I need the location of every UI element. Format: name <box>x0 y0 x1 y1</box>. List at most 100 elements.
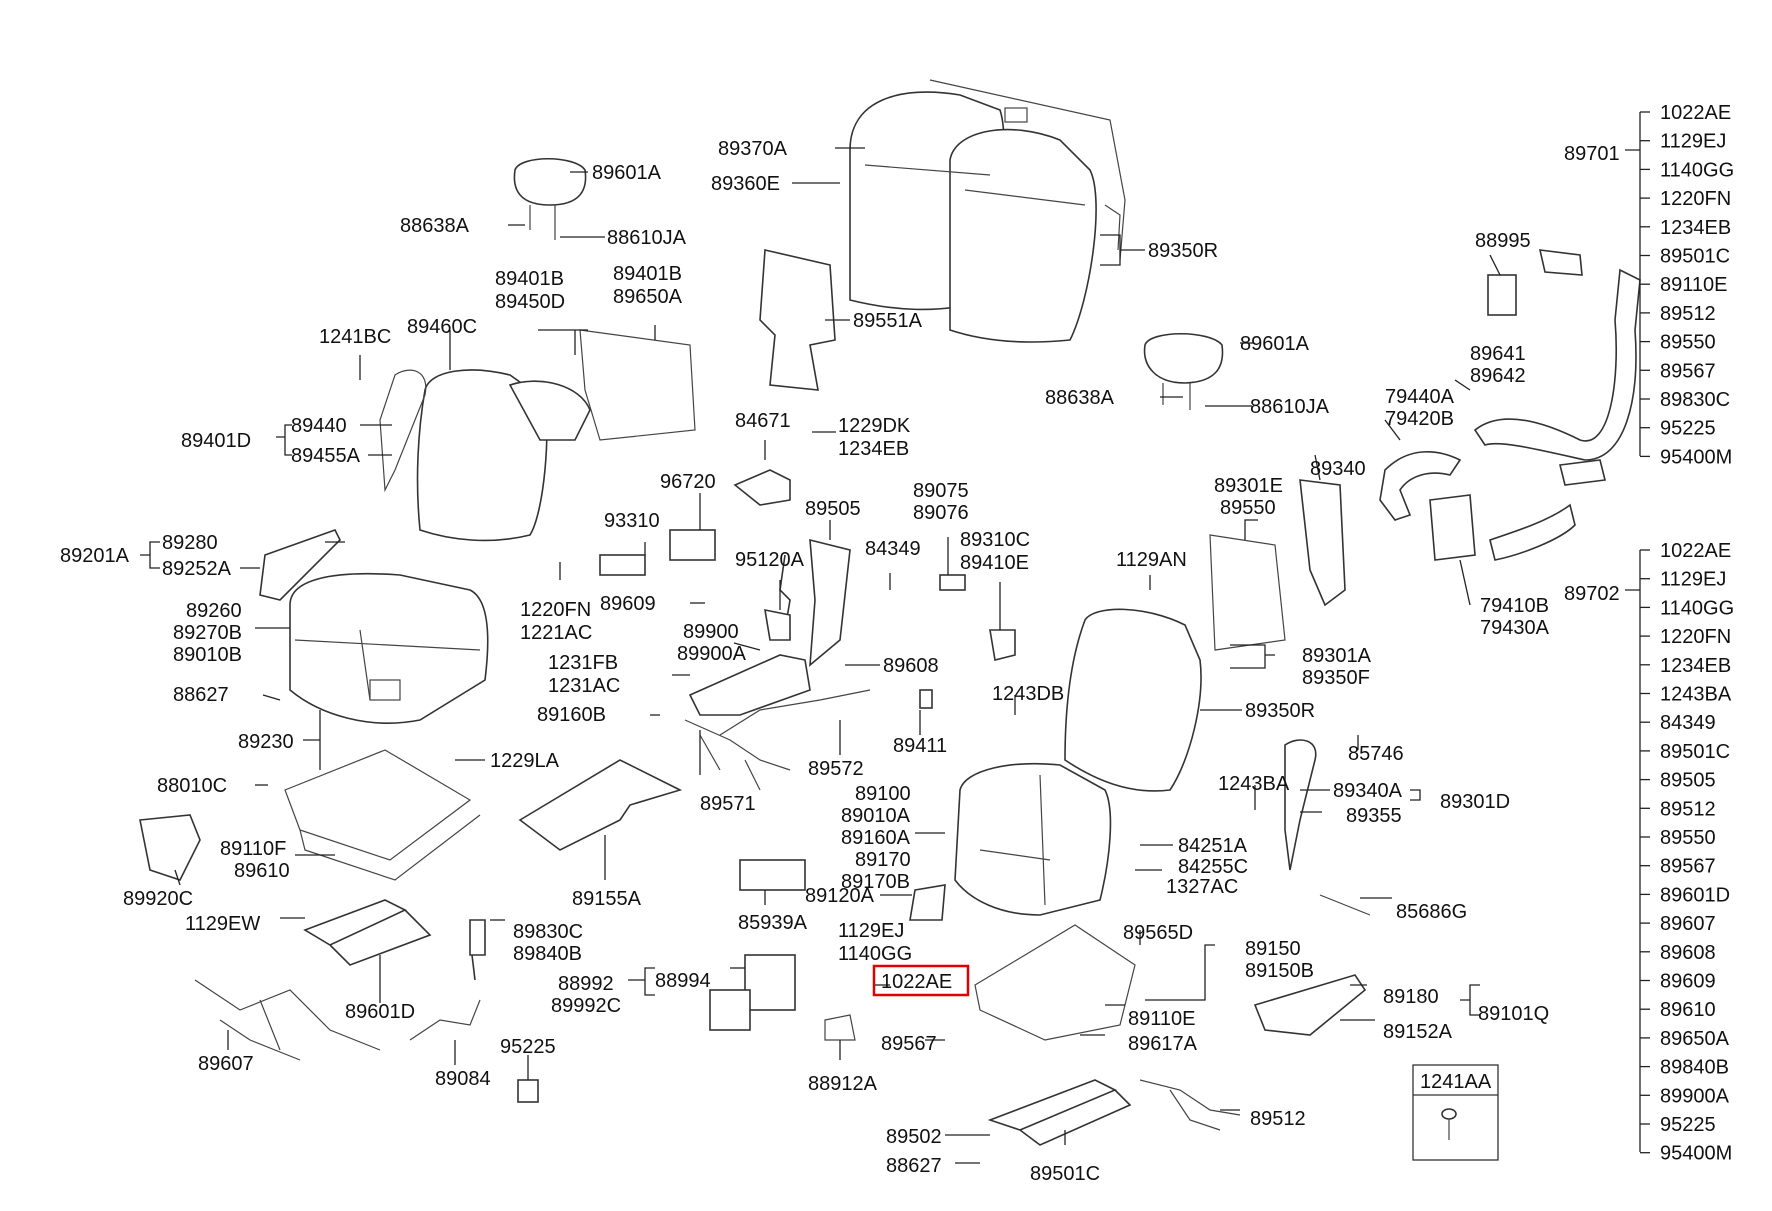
label-1234EB[interactable]: 1234EB <box>838 438 909 460</box>
list-item-list_89702-8[interactable]: 89505 <box>1660 770 1716 792</box>
label-79440A[interactable]: 79440A <box>1385 386 1455 408</box>
label-1129EJ[interactable]: 1129EJ <box>838 920 904 942</box>
label-1220FN[interactable]: 1220FN <box>520 599 591 621</box>
label-89551A[interactable]: 89551A <box>853 310 923 332</box>
label-89155A[interactable]: 89155A <box>572 888 642 910</box>
list-item-list_89702-20[interactable]: 95225 <box>1660 1114 1716 1136</box>
label-96720[interactable]: 96720 <box>660 471 716 493</box>
label-89410E[interactable]: 89410E <box>960 552 1029 574</box>
label-84671[interactable]: 84671 <box>735 410 791 432</box>
list-item-list_89702-9[interactable]: 89512 <box>1660 798 1716 820</box>
label-88994[interactable]: 88994 <box>655 970 711 992</box>
label-89010A[interactable]: 89010A <box>841 805 911 827</box>
list-item-list_89702-1[interactable]: 1129EJ <box>1660 569 1726 591</box>
label-88627-2[interactable]: 88627 <box>886 1155 942 1177</box>
list-item-list_89701-7[interactable]: 89512 <box>1660 303 1716 325</box>
label-89401B-2[interactable]: 89401B <box>613 263 682 285</box>
label-1022AE[interactable]: 1022AE <box>881 971 952 993</box>
label-95225[interactable]: 95225 <box>500 1036 556 1058</box>
list-item-list_89701-3[interactable]: 1220FN <box>1660 188 1731 210</box>
label-89075[interactable]: 89075 <box>913 480 969 502</box>
label-89501C[interactable]: 89501C <box>1030 1163 1100 1185</box>
label-89201A[interactable]: 89201A <box>60 545 130 567</box>
label-1241BC[interactable]: 1241BC <box>319 326 391 348</box>
list-item-list_89702-3[interactable]: 1220FN <box>1660 626 1731 648</box>
label-89992C[interactable]: 89992C <box>551 995 621 1017</box>
label-1243BA[interactable]: 1243BA <box>1218 773 1290 795</box>
label-84251A[interactable]: 84251A <box>1178 835 1248 857</box>
label-88610JA[interactable]: 88610JA <box>607 227 687 249</box>
label-88992[interactable]: 88992 <box>558 973 614 995</box>
label-89701[interactable]: 89701 <box>1564 143 1620 165</box>
label-89450D[interactable]: 89450D <box>495 291 565 313</box>
label-89170[interactable]: 89170 <box>855 849 911 871</box>
label-89370A[interactable]: 89370A <box>718 138 788 160</box>
label-89610[interactable]: 89610 <box>234 860 290 882</box>
label-89350R[interactable]: 89350R <box>1148 240 1218 262</box>
list-item-list_89702-15[interactable]: 89609 <box>1660 971 1716 993</box>
label-89120A[interactable]: 89120A <box>805 885 875 907</box>
list-item-list_89702-4[interactable]: 1234EB <box>1660 655 1731 677</box>
list-item-list_89701-2[interactable]: 1140GG <box>1660 159 1734 181</box>
list-item-list_89702-18[interactable]: 89840B <box>1660 1057 1729 1079</box>
label-89550[interactable]: 89550 <box>1220 497 1276 519</box>
label-89650A[interactable]: 89650A <box>613 286 683 308</box>
label-89460C[interactable]: 89460C <box>407 316 477 338</box>
label-85939A[interactable]: 85939A <box>738 912 808 934</box>
label-89152A[interactable]: 89152A <box>1383 1021 1453 1043</box>
label-1243DB[interactable]: 1243DB <box>992 683 1064 705</box>
label-89301D[interactable]: 89301D <box>1440 791 1510 813</box>
label-89170B[interactable]: 89170B <box>841 871 910 893</box>
label-89567[interactable]: 89567 <box>881 1033 937 1055</box>
list-item-list_89702-11[interactable]: 89567 <box>1660 856 1716 878</box>
label-89900A[interactable]: 89900A <box>677 643 747 665</box>
label-89110E[interactable]: 89110E <box>1128 1008 1195 1030</box>
label-1129EW[interactable]: 1129EW <box>185 913 260 935</box>
list-item-list_89702-12[interactable]: 89601D <box>1660 884 1730 906</box>
list-item-list_89702-19[interactable]: 89900A <box>1660 1085 1730 1107</box>
list-item-list_89701-5[interactable]: 89501C <box>1660 246 1730 268</box>
label-88995[interactable]: 88995 <box>1475 230 1531 252</box>
label-1229DK[interactable]: 1229DK <box>838 415 911 437</box>
label-93310[interactable]: 93310 <box>604 510 660 532</box>
list-item-list_89702-16[interactable]: 89610 <box>1660 999 1716 1021</box>
label-89301E[interactable]: 89301E <box>1214 475 1283 497</box>
list-item-list_89701-0[interactable]: 1022AE <box>1660 102 1731 124</box>
list-item-list_89701-11[interactable]: 95225 <box>1660 418 1716 440</box>
label-89601D[interactable]: 89601D <box>345 1001 415 1023</box>
list-item-list_89701-4[interactable]: 1234EB <box>1660 217 1731 239</box>
label-89310C[interactable]: 89310C <box>960 529 1030 551</box>
label-89340[interactable]: 89340 <box>1310 458 1366 480</box>
label-84255C[interactable]: 84255C <box>1178 856 1248 878</box>
label-89608[interactable]: 89608 <box>883 655 939 677</box>
label-1327AC[interactable]: 1327AC <box>1166 876 1238 898</box>
label-1241AA[interactable]: 1241AA <box>1420 1071 1492 1093</box>
label-88610JA-2[interactable]: 88610JA <box>1250 396 1330 418</box>
label-89150[interactable]: 89150 <box>1245 938 1301 960</box>
label-1231AC[interactable]: 1231AC <box>548 675 620 697</box>
list-item-list_89702-0[interactable]: 1022AE <box>1660 540 1731 562</box>
label-89301A[interactable]: 89301A <box>1302 645 1372 667</box>
list-item-list_89702-21[interactable]: 95400M <box>1660 1143 1732 1165</box>
label-89360E[interactable]: 89360E <box>711 173 780 195</box>
label-88912A[interactable]: 88912A <box>808 1073 878 1095</box>
label-89401B[interactable]: 89401B <box>495 268 564 290</box>
list-item-list_89702-17[interactable]: 89650A <box>1660 1028 1730 1050</box>
label-89101Q[interactable]: 89101Q <box>1478 1003 1549 1025</box>
label-1229LA[interactable]: 1229LA <box>490 750 560 772</box>
label-89160A[interactable]: 89160A <box>841 827 911 849</box>
label-88010C[interactable]: 88010C <box>157 775 227 797</box>
label-79430A[interactable]: 79430A <box>1480 617 1550 639</box>
list-item-list_89702-7[interactable]: 89501C <box>1660 741 1730 763</box>
list-item-list_89702-6[interactable]: 84349 <box>1660 712 1716 734</box>
label-89355[interactable]: 89355 <box>1346 805 1402 827</box>
label-89617A[interactable]: 89617A <box>1128 1033 1198 1055</box>
label-89401D[interactable]: 89401D <box>181 430 251 452</box>
label-89100[interactable]: 89100 <box>855 783 911 805</box>
label-89900[interactable]: 89900 <box>683 621 739 643</box>
label-89455A[interactable]: 89455A <box>291 445 361 467</box>
label-89830C[interactable]: 89830C <box>513 921 583 943</box>
label-89076[interactable]: 89076 <box>913 502 969 524</box>
label-89150B[interactable]: 89150B <box>1245 960 1314 982</box>
label-89350F[interactable]: 89350F <box>1302 667 1370 689</box>
